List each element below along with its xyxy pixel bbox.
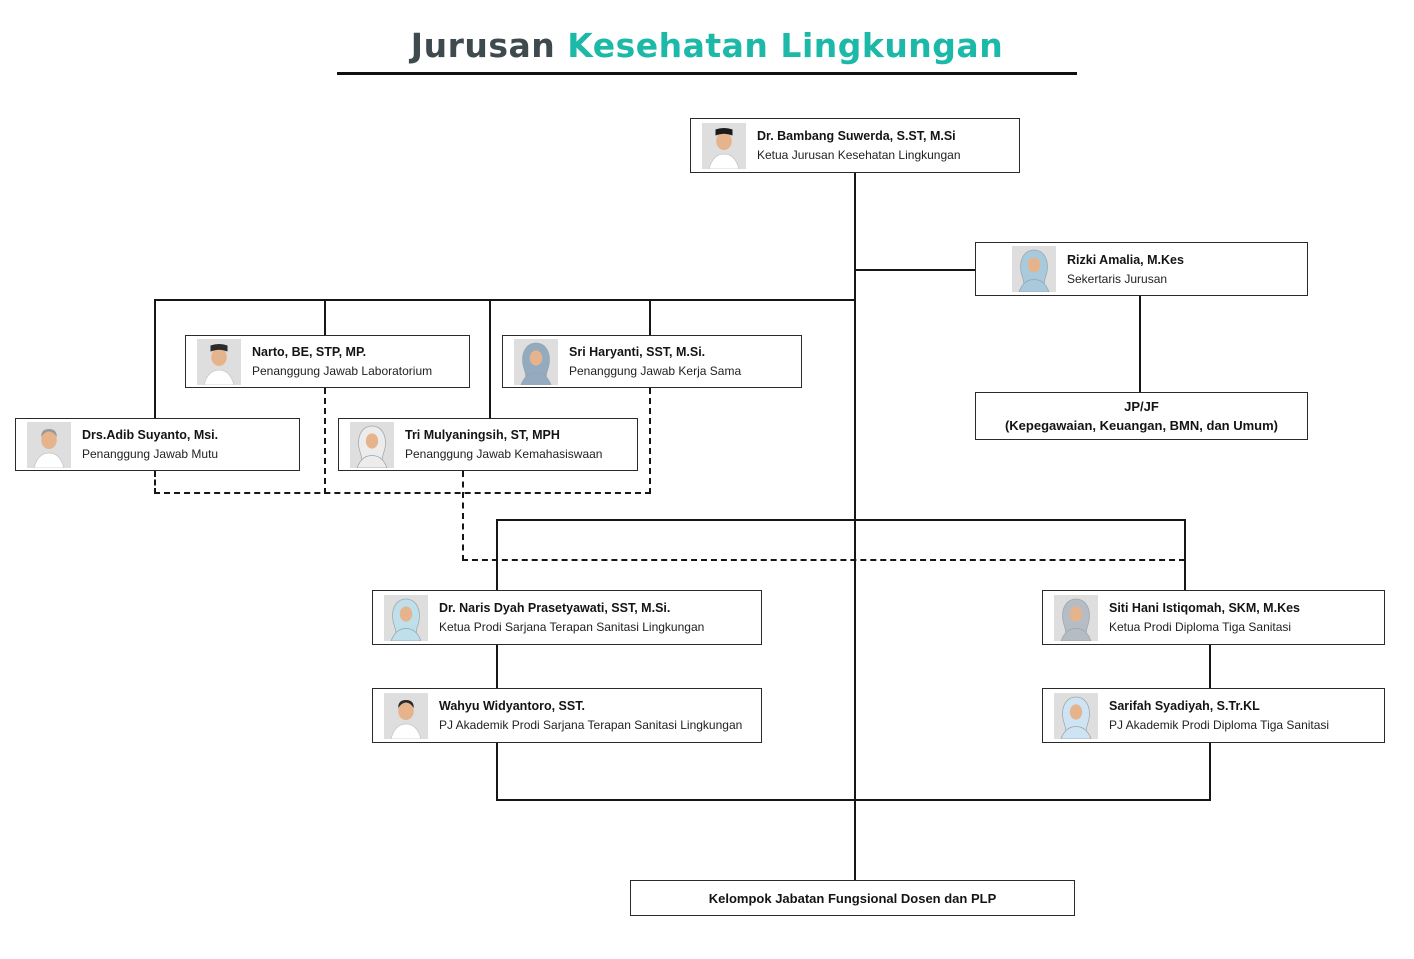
person-name: Sri Haryanti, SST, M.Si. <box>569 345 706 359</box>
person-photo <box>27 421 71 468</box>
person-photo <box>514 338 558 385</box>
person-photo <box>1012 246 1056 292</box>
connector-line <box>496 645 498 688</box>
chart-title-prefix: Jurusan <box>410 26 568 65</box>
org-box-jpjf: JP/JF (Kepegawaian, Keuangan, BMN, dan U… <box>975 392 1308 440</box>
org-box-pj-kemahasiswaan: Tri Mulyaningsih, ST, MPH Penanggung Jaw… <box>338 418 638 471</box>
connector-line <box>1209 743 1211 801</box>
connector-line-dashed <box>462 471 464 561</box>
connector-line <box>496 519 498 590</box>
connector-line <box>854 269 975 271</box>
connector-line-dashed <box>649 388 651 494</box>
person-role: PJ Akademik Prodi Sarjana Terapan Sanita… <box>439 718 743 732</box>
connector-line <box>1184 519 1186 590</box>
person-name: Narto, BE, STP, MP. <box>252 345 367 359</box>
person-role: Sekertaris Jurusan <box>1067 271 1168 286</box>
person-photo <box>384 692 428 739</box>
connector-line <box>489 299 491 418</box>
connector-line <box>1209 645 1211 688</box>
connector-line <box>324 299 326 335</box>
jpjf-subtitle: (Kepegawaian, Keuangan, BMN, dan Umum) <box>1004 418 1279 433</box>
org-box-pj-kerja-sama: Sri Haryanti, SST, M.Si. Penanggung Jawa… <box>502 335 802 388</box>
chart-title-highlight: Kesehatan Lingkungan <box>567 26 1004 65</box>
connector-line <box>649 299 651 335</box>
connector-line <box>1139 296 1141 392</box>
org-box-ketua-prodi-diploma: Siti Hani Istiqomah, SKM, M.Kes Ketua Pr… <box>1042 590 1385 645</box>
person-name: Drs.Adib Suyanto, Msi. <box>82 428 219 442</box>
person-photo <box>350 421 394 468</box>
connector-line <box>496 799 1211 801</box>
org-box-pj-akademik-sarjana: Wahyu Widyantoro, SST. PJ Akademik Prodi… <box>372 688 762 743</box>
org-box-ketua-prodi-sarjana: Dr. Naris Dyah Prasetyawati, SST, M.Si. … <box>372 590 762 645</box>
connector-line <box>496 519 1186 521</box>
kelompok-label: Kelompok Jabatan Fungsional Dosen dan PL… <box>708 890 997 906</box>
person-role: Penanggung Jawab Kerja Sama <box>569 364 742 378</box>
person-role: Penanggung Jawab Laboratorium <box>252 364 433 378</box>
connector-line-dashed <box>324 388 326 494</box>
person-photo <box>702 122 746 169</box>
org-box-kelompok-fungsional: Kelompok Jabatan Fungsional Dosen dan PL… <box>630 880 1075 916</box>
connector-line <box>854 173 856 880</box>
person-role: Ketua Prodi Sarjana Terapan Sanitasi Lin… <box>439 620 705 634</box>
title-underline <box>337 72 1077 75</box>
person-role: Penanggung Jawab Mutu <box>82 447 219 461</box>
person-role: PJ Akademik Prodi Diploma Tiga Sanitasi <box>1109 718 1330 732</box>
person-name: Tri Mulyaningsih, ST, MPH <box>405 428 560 442</box>
person-name: Dr. Naris Dyah Prasetyawati, SST, M.Si. <box>439 601 671 615</box>
person-name: Sarifah Syadiyah, S.Tr.KL <box>1109 699 1260 713</box>
person-name: Dr. Bambang Suwerda, S.ST, M.Si <box>757 129 956 143</box>
connector-line <box>496 743 498 801</box>
org-box-ketua-jurusan: Dr. Bambang Suwerda, S.ST, M.Si Ketua Ju… <box>690 118 1020 173</box>
connector-line-dashed <box>154 471 156 494</box>
connector-line <box>154 299 156 418</box>
person-name: Wahyu Widyantoro, SST. <box>439 699 585 713</box>
person-photo <box>384 594 428 641</box>
org-box-pj-mutu: Drs.Adib Suyanto, Msi. Penanggung Jawab … <box>15 418 300 471</box>
person-photo <box>197 338 241 385</box>
person-role: Penanggung Jawab Kemahasiswaan <box>405 447 603 461</box>
connector-line-dashed <box>154 492 651 494</box>
chart-title: Jurusan Kesehatan Lingkungan <box>0 26 1414 65</box>
person-name: Siti Hani Istiqomah, SKM, M.Kes <box>1109 601 1300 615</box>
person-role: Ketua Jurusan Kesehatan Lingkungan <box>757 148 961 162</box>
person-role: Ketua Prodi Diploma Tiga Sanitasi <box>1109 620 1292 634</box>
person-name: Rizki Amalia, M.Kes <box>1067 252 1184 267</box>
org-box-sekretaris-jurusan: Rizki Amalia, M.Kes Sekertaris Jurusan <box>975 242 1308 296</box>
connector-line-dashed <box>462 559 1185 561</box>
org-box-pj-akademik-diploma: Sarifah Syadiyah, S.Tr.KL PJ Akademik Pr… <box>1042 688 1385 743</box>
jpjf-title: JP/JF <box>1124 399 1159 414</box>
org-box-pj-laboratorium: Narto, BE, STP, MP. Penanggung Jawab Lab… <box>185 335 470 388</box>
connector-line <box>154 299 854 301</box>
person-photo <box>1054 594 1098 641</box>
person-photo <box>1054 692 1098 739</box>
